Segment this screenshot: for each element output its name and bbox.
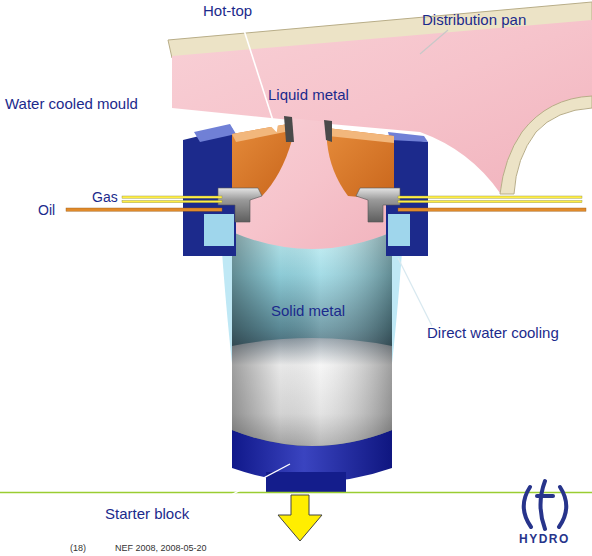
company-logo-text: HYDRO [519, 533, 570, 547]
hot-top-right [327, 128, 394, 200]
node-outline [222, 225, 400, 455]
floor-line [0, 492, 592, 494]
gas-line [398, 196, 582, 198]
water-spray [391, 240, 402, 372]
part-label: Distribution pan [422, 11, 526, 28]
logo-stroke [559, 487, 566, 527]
part-label: Hot-top [203, 2, 252, 19]
hot-top-face [232, 124, 290, 142]
mould-block [183, 128, 236, 256]
mould-water-channel [388, 214, 410, 246]
liquid-metal-region: Liquid metal [165, 0, 592, 262]
slide-number: (18) [70, 543, 86, 553]
gas-line [398, 201, 582, 203]
hydro-logo [524, 481, 567, 529]
leader-line [420, 30, 448, 54]
region-label: Liquid metal [268, 86, 349, 103]
billet-body [232, 232, 392, 446]
mould-top-face [388, 132, 428, 142]
leader-line [214, 464, 290, 504]
node-outline [165, 0, 592, 262]
footer-note: NEF 2008, 2008-05-20 [115, 543, 207, 553]
graphite-ring [218, 188, 262, 222]
logo-stroke [524, 487, 531, 527]
part-label: Direct water cooling [427, 324, 559, 341]
logo-stroke [541, 481, 546, 529]
part-label: Oil [38, 202, 55, 218]
casting-direction-arrow [278, 495, 322, 541]
water-spray [222, 240, 233, 372]
gas-line [122, 196, 222, 198]
mould-block [386, 136, 428, 256]
node-shape-group [232, 232, 392, 446]
part-label: Gas [92, 189, 118, 205]
mould-liquid-pool [232, 118, 392, 254]
pan-nozzle [324, 120, 332, 142]
starter-block-stub [266, 472, 346, 492]
solid-metal-billet: Solid metal [222, 225, 400, 455]
leader-line [398, 258, 432, 326]
graphite-ring [356, 188, 400, 222]
logo-stroke [537, 494, 553, 498]
node-shape-group [172, 20, 592, 254]
oil-line [66, 208, 222, 211]
leader-line [242, 24, 276, 130]
oil-line [398, 208, 586, 211]
pan-end-cap [500, 96, 592, 194]
hot-top-face [327, 128, 394, 143]
pan-nozzle [284, 116, 294, 142]
mould-top-face [194, 124, 236, 142]
part-label: Water cooled mould [5, 95, 138, 112]
pan-liquid-surface [172, 20, 592, 193]
mould-water-channel [204, 214, 234, 246]
part-label: Starter block [105, 505, 189, 522]
hot-top-left [232, 124, 292, 196]
billet-shading [232, 232, 392, 446]
gas-line [122, 201, 222, 203]
region-label: Solid metal [271, 302, 345, 319]
